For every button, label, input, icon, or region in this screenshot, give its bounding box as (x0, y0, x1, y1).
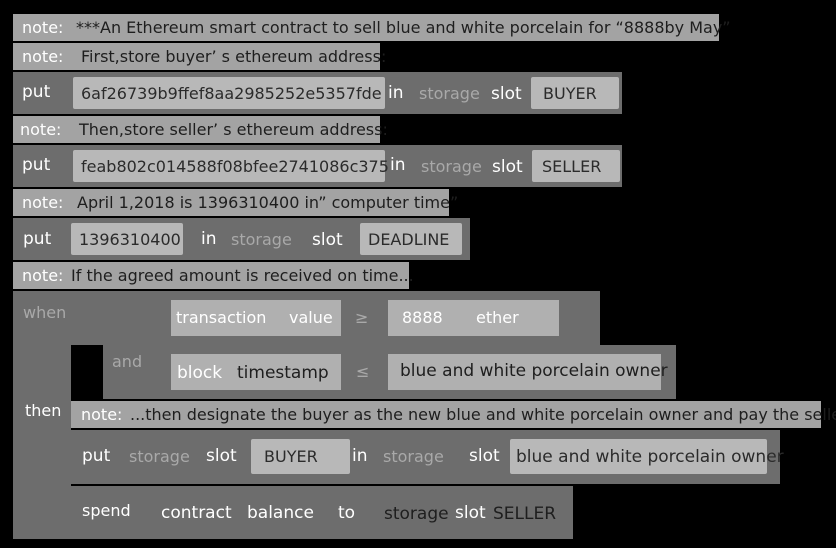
put-keyword: put (82, 446, 111, 466)
block-timestamp-block[interactable]: block timestamp (171, 354, 341, 390)
note-text: First,store buyer’ s ethereum address: (81, 47, 387, 66)
to-keyword: to (338, 503, 356, 523)
in-keyword: in (388, 83, 404, 103)
deadline-value-field[interactable]: 1396310400 (71, 223, 183, 255)
seller-slot-field[interactable]: SELLER (532, 150, 620, 182)
spend-keyword: spend (82, 501, 131, 520)
transaction-keyword: transaction (176, 308, 267, 327)
in-keyword: in (352, 446, 368, 466)
put-buyer-block[interactable]: put 6af26739b9ffef8aa2985252e5357fde in … (13, 72, 622, 114)
put-seller-block[interactable]: put feab802c014588f08bfee2741086c375 in … (13, 145, 622, 187)
owner-condition-block[interactable]: blue and white porcelain owner (388, 354, 668, 390)
note-keyword: note: (22, 47, 64, 66)
buyer-slot-ref-field[interactable]: BUYER (251, 439, 350, 474)
block-keyword: block (177, 363, 223, 383)
seller-slot-ref[interactable]: SELLER (493, 504, 557, 524)
amount-value: 8888 (402, 308, 443, 327)
when-condition-block[interactable]: transaction value ≥ 8888 ether (71, 291, 600, 345)
put-keyword: put (22, 82, 51, 102)
note-text: Then,store seller’ s ethereum address: (79, 120, 388, 139)
storage-keyword: storage (419, 84, 480, 103)
in-keyword: in (201, 229, 217, 249)
put-deadline-block[interactable]: put 1396310400 in storage slot DEADLINE (13, 218, 470, 260)
when-keyword: when (23, 303, 67, 322)
owner-value: blue and white porcelain owner (400, 361, 668, 381)
put-keyword: put (23, 229, 52, 249)
buyer-address-field[interactable]: 6af26739b9ffef8aa2985252e5357fde (73, 77, 385, 109)
slot-keyword: slot (312, 230, 343, 250)
note-keyword: note: (81, 405, 123, 424)
note-block-4[interactable]: note: April 1,2018 is 1396310400 in” com… (13, 189, 458, 216)
note-text: ***An Ethereum smart contract to sell bl… (76, 18, 731, 37)
slot-keyword: slot (469, 446, 500, 466)
balance-keyword: balance (247, 503, 314, 523)
note-block-5[interactable]: note: If the agreed amount is received o… (13, 262, 414, 289)
when-then-block[interactable]: when then (13, 291, 71, 539)
storage-keyword: storage (421, 157, 482, 176)
note-keyword: note: (20, 120, 62, 139)
ether-unit: ether (476, 308, 519, 327)
note-block-6[interactable]: note: ...then designate the buyer as the… (71, 401, 836, 428)
timestamp-keyword: timestamp (237, 363, 329, 383)
storage-keyword: storage (129, 447, 190, 466)
buyer-slot-field[interactable]: BUYER (531, 77, 619, 109)
lte-operator[interactable]: ≤ (356, 362, 370, 381)
and-condition-block[interactable]: and block timestamp ≤ blue and white por… (103, 345, 676, 399)
note-text: If the agreed amount is received on time… (71, 266, 414, 285)
note-block-2[interactable]: note: First,store buyer’ s ethereum addr… (13, 43, 386, 70)
slot-keyword: slot (492, 157, 523, 177)
note-text: April 1,2018 is 1396310400 in” computer … (77, 193, 459, 212)
deadline-slot-field[interactable]: DEADLINE (360, 223, 462, 255)
note-block-1[interactable]: note: ***An Ethereum smart contract to s… (13, 14, 731, 41)
slot-keyword: slot (491, 84, 522, 104)
owner-slot-field[interactable]: blue and white porcelain owner (510, 439, 784, 474)
in-keyword: in (390, 155, 406, 175)
storage-keyword: storage (384, 504, 449, 524)
spend-block[interactable]: spend contract balance to storage slot S… (71, 486, 573, 539)
seller-address-field[interactable]: feab802c014588f08bfee2741086c375 (73, 150, 389, 182)
note-text: ...then designate the buyer as the new b… (130, 405, 836, 424)
put-owner-block[interactable]: put storage slot BUYER in storage slot b… (71, 430, 784, 484)
amount-block[interactable]: 8888 ether (388, 300, 559, 336)
storage-keyword: storage (231, 230, 292, 249)
note-keyword: note: (22, 18, 64, 37)
gte-operator[interactable]: ≥ (355, 308, 369, 327)
put-keyword: put (22, 155, 51, 175)
and-keyword: and (112, 352, 143, 371)
contract-keyword: contract (161, 503, 232, 523)
note-block-3[interactable]: note: Then,store seller’ s ethereum addr… (13, 116, 388, 143)
then-keyword: then (25, 401, 62, 420)
note-keyword: note: (22, 193, 64, 212)
slot-keyword: slot (455, 503, 486, 523)
transaction-value-block[interactable]: transaction value (171, 300, 341, 336)
storage-keyword: storage (383, 447, 444, 466)
value-keyword: value (289, 308, 333, 327)
note-keyword: note: (22, 266, 64, 285)
slot-keyword: slot (206, 446, 237, 466)
